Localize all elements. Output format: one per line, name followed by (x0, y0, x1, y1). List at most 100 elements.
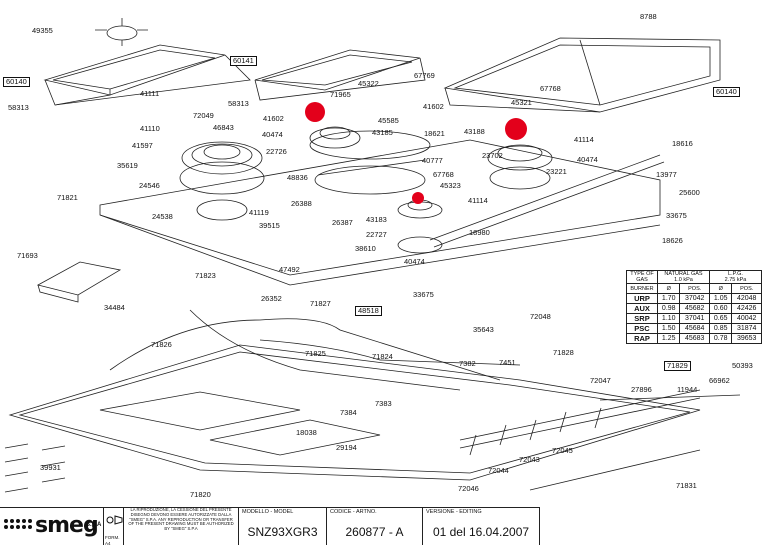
part-number-label: 33675 (666, 211, 687, 220)
part-number-label: 18626 (662, 236, 683, 245)
part-number-label: 41602 (423, 102, 444, 111)
part-number-label: 29194 (336, 443, 357, 452)
col-burner: BURNER (626, 283, 658, 294)
legal-notice: LA RIPRODUZIONE, LA CESSIONE DEL PRESENT… (128, 507, 234, 532)
boxed-part-label: 60140 (3, 77, 30, 87)
part-number-label: 8788 (640, 12, 657, 21)
form-size: FORM. A4 (105, 535, 120, 546)
highlight-dot-aux (412, 192, 424, 204)
part-number-label: 26352 (261, 294, 282, 303)
part-number-label: 71693 (17, 251, 38, 260)
part-number-label: 35643 (473, 325, 494, 334)
burner-right (487, 144, 553, 190)
highlight-dot-center (305, 102, 325, 122)
boxed-part-label: 71829 (664, 361, 691, 371)
boxed-part-label: 60141 (230, 56, 257, 66)
part-number-label: 47492 (279, 265, 300, 274)
part-number-label: 23221 (546, 167, 567, 176)
part-number-label: 18980 (469, 228, 490, 237)
part-number-label: 40474 (404, 257, 425, 266)
brand-name: smeg (35, 513, 99, 538)
col-diameter: Ø (656, 283, 681, 294)
part-number-label: 34484 (104, 303, 125, 312)
version-cell: VERSIONE - EDITING 01 del 16.04.2007 (422, 507, 540, 545)
boxed-part-label: 48518 (355, 306, 382, 316)
wok-ring (95, 18, 148, 46)
table-header-type: TYPE OF GAS (626, 270, 658, 284)
manual-booklet (36, 261, 122, 303)
gas-rail (429, 154, 665, 248)
burner-large-left (179, 141, 265, 221)
version-value: 01 del 16.04.2007 (432, 525, 530, 539)
frame-bar (529, 449, 701, 491)
code-value: 260877 - A (345, 525, 404, 539)
part-number-label: 71828 (553, 348, 574, 357)
part-number-label: 46843 (213, 123, 234, 132)
part-number-label: 58313 (8, 103, 29, 112)
gas-pipes (109, 309, 741, 449)
logo-cell: smeg S.p.A (0, 507, 103, 545)
part-number-label: 41114 (468, 196, 488, 205)
hob-plate (99, 139, 661, 286)
part-number-label: 71825 (305, 349, 326, 358)
part-number-label: 45585 (378, 116, 399, 125)
part-number-label: 26387 (332, 218, 353, 227)
part-number-label: 50393 (732, 361, 753, 370)
part-number-label: 40474 (577, 155, 598, 164)
part-number-label: 71824 (372, 352, 393, 361)
part-number-label: 43185 (372, 128, 393, 137)
part-number-label: 40777 (422, 156, 443, 165)
part-number-label: 35619 (117, 161, 138, 170)
part-number-label: 72044 (488, 466, 509, 475)
part-number-label: 40474 (262, 130, 283, 139)
col-diameter: Ø (708, 283, 733, 294)
title-block: smeg S.p.A FORM. A4 LA RIPRODUZIONE, LA … (0, 507, 540, 546)
model-caption: MODELLO - MODEL (242, 509, 294, 515)
burner-center (309, 126, 361, 149)
part-number-label: 24538 (152, 212, 173, 221)
part-number-label: 72047 (590, 376, 611, 385)
part-number-label: 38610 (355, 244, 376, 253)
part-number-label: 72049 (193, 111, 214, 120)
part-number-label: 43183 (366, 215, 387, 224)
part-number-label: 41110 (140, 124, 160, 133)
part-number-label: 24546 (139, 181, 160, 190)
spring-clips (4, 443, 66, 493)
part-number-label: 71827 (310, 299, 331, 308)
part-number-label: 41602 (263, 114, 284, 123)
form-cell: FORM. A4 (103, 507, 123, 546)
part-number-label: 26388 (291, 199, 312, 208)
part-number-label: 67768 (540, 84, 561, 93)
part-number-label: 66962 (709, 376, 730, 385)
part-number-label: 58313 (228, 99, 249, 108)
model-cell: MODELLO - MODEL SNZ93XGR3 (238, 507, 326, 545)
projection-symbol-icon (106, 515, 123, 525)
part-number-label: 41119 (249, 208, 269, 217)
part-number-label: 49355 (32, 26, 53, 35)
col-pos: POS. (679, 283, 710, 294)
base-tray (8, 344, 701, 481)
part-number-label: 48836 (287, 173, 308, 182)
grate-left (43, 44, 251, 106)
part-number-label: 13977 (656, 170, 677, 179)
part-number-label: 67768 (433, 170, 454, 179)
version-caption: VERSIONE - EDITING (426, 509, 482, 515)
highlight-dot-right (505, 118, 527, 140)
tap-row (469, 407, 602, 456)
part-number-label: 25600 (679, 188, 700, 197)
part-number-label: 7382 (459, 359, 476, 368)
part-number-label: 41597 (132, 141, 153, 150)
code-cell: CODICE - ARTNO. 260877 - A (326, 507, 422, 545)
legal-cell: LA RIPRODUZIONE, LA CESSIONE DEL PRESENT… (123, 507, 238, 545)
part-number-label: 67769 (414, 71, 435, 80)
part-number-label: 43188 (464, 127, 485, 136)
